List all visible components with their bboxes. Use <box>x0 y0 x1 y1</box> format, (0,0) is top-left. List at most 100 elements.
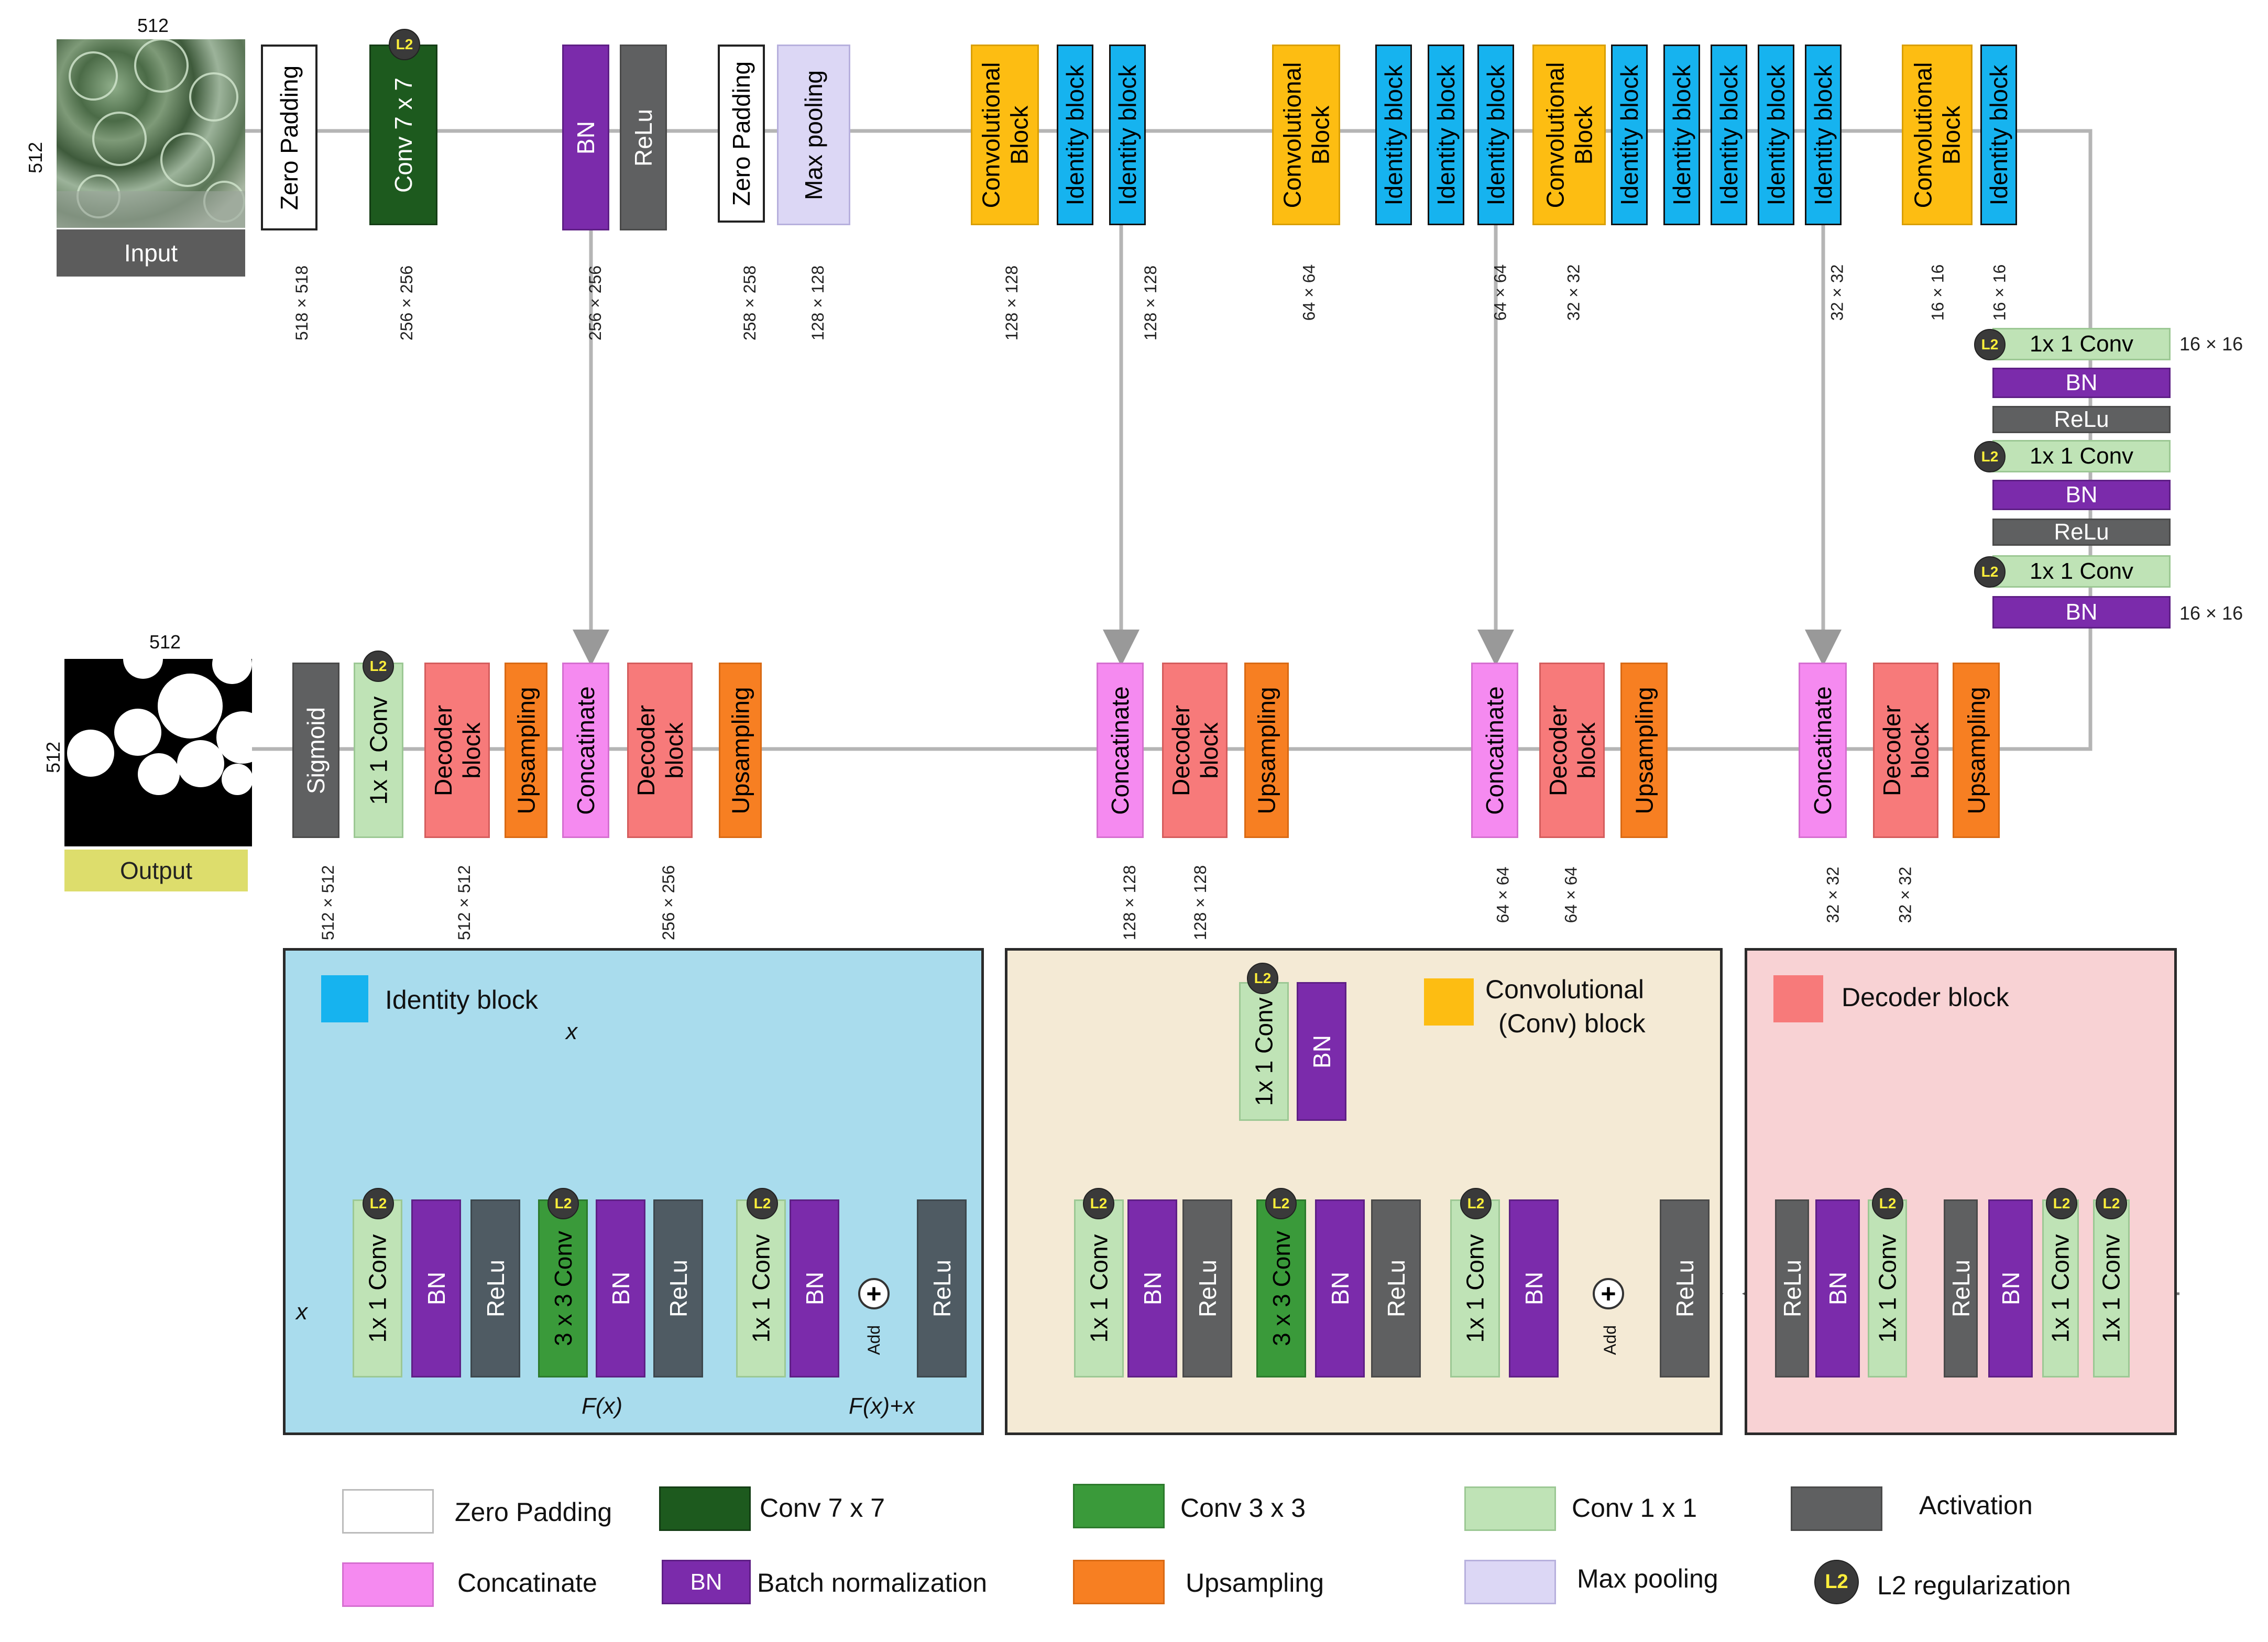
dim-label: 32 × 32 <box>1564 264 1583 321</box>
identity-add-label: Add <box>864 1325 883 1355</box>
decoder-block-5: Decoder block <box>1873 663 1938 838</box>
output-label: Output <box>64 850 248 891</box>
dim-label: 32 × 32 <box>1896 866 1915 923</box>
identity-x-left: x <box>296 1299 308 1325</box>
encoder-identity-block: Identity block <box>1428 45 1464 225</box>
encoder-conv-block-4: Convolutional Block <box>1902 45 1973 225</box>
encoder-identity-block: Identity block <box>1980 45 2017 225</box>
l2-badge: L2 <box>1083 1188 1114 1219</box>
encoder-identity-block: Identity block <box>1805 45 1842 225</box>
decoder-panel-swatch <box>1773 975 1823 1022</box>
encoder-identity-block: Identity block <box>1758 45 1794 225</box>
identity-bn-a: BN <box>411 1199 461 1377</box>
l2-badge: L2 <box>747 1188 778 1219</box>
decoder-panel-bn-a: BN <box>1815 1199 1860 1377</box>
dim-label: 16 × 16 <box>1990 264 2009 321</box>
encoder-conv7x7: Conv 7 x 7 <box>369 45 437 225</box>
bridge-conv1x1-1: 1x 1 Conv <box>1992 328 2171 360</box>
dim-label: 16 × 16 <box>2179 333 2243 355</box>
encoder-identity-block: Identity block <box>1711 45 1747 225</box>
decoder-concatenate-3: Concatinate <box>1471 663 1518 838</box>
identity-relu-b: ReLu <box>653 1199 703 1377</box>
l2-badge: L2 <box>363 1188 394 1219</box>
legend-conv3-swatch <box>1073 1484 1165 1528</box>
identity-x-top: x <box>566 1019 577 1044</box>
decoder-upsampling-2: Upsampling <box>719 663 762 838</box>
legend-upsampling-label: Upsampling <box>1186 1568 1324 1597</box>
bridge-relu-2: ReLu <box>1992 519 2171 546</box>
decoder-block-1: Decoder block <box>424 663 490 838</box>
encoder-relu: ReLu <box>620 45 667 230</box>
encoder-bn: BN <box>562 45 609 230</box>
dim-label: 64 × 64 <box>1561 866 1581 923</box>
conv-add-label: Add <box>1600 1325 1619 1355</box>
decoder-upsampling-1: Upsampling <box>505 663 547 838</box>
identity-panel-title: Identity block <box>385 985 538 1015</box>
encoder-conv-block-3: Convolutional Block <box>1532 45 1606 225</box>
identity-add-icon: + <box>858 1278 890 1309</box>
identity-conv1x1-a: 1x 1 Conv <box>353 1199 402 1377</box>
output-height-label: 512 <box>42 741 64 774</box>
identity-panel-swatch <box>321 975 368 1022</box>
dim-label: 512 × 512 <box>319 865 338 941</box>
legend-max-pooling-swatch <box>1464 1560 1556 1604</box>
l2-badge: L2 <box>1974 556 2006 588</box>
legend-conv7-swatch <box>659 1486 751 1531</box>
bridge-relu-1: ReLu <box>1992 406 2171 433</box>
conv-relu-c: ReLu <box>1660 1199 1710 1377</box>
legend-zero-padding-label: Zero Padding <box>455 1497 612 1527</box>
output-width-label: 512 <box>149 631 181 653</box>
bridge-bn-3: BN <box>1992 596 2171 629</box>
decoder-concatenate-4: Concatinate <box>1799 663 1847 838</box>
identity-bn-c: BN <box>790 1199 839 1377</box>
l2-badge: L2 <box>547 1188 579 1219</box>
encoder-max-pooling: Max pooling <box>777 45 850 225</box>
dim-label: 64 × 64 <box>1493 866 1513 923</box>
encoder-identity-block: Identity block <box>1375 45 1412 225</box>
conv-add-icon: + <box>1593 1278 1624 1309</box>
dim-label: 64 × 64 <box>1299 264 1319 321</box>
bridge-bn-2: BN <box>1992 480 2171 510</box>
legend-conv1-swatch <box>1464 1486 1556 1531</box>
bridge-conv1x1-3: 1x 1 Conv <box>1992 555 2171 588</box>
legend-l2-label: L2 regularization <box>1877 1571 2071 1600</box>
legend-conv3-label: Conv 3 x 3 <box>1180 1493 1306 1523</box>
decoder-upsampling-4: Upsampling <box>1620 663 1668 838</box>
conv-panel-swatch <box>1424 978 1474 1026</box>
encoder-identity-block: Identity block <box>1611 45 1648 225</box>
decoder-panel-relu-b: ReLu <box>1944 1199 1978 1377</box>
bridge-bn-1: BN <box>1992 368 2171 398</box>
decoder-panel-title: Decoder block <box>1842 983 2009 1012</box>
identity-conv3x3: 3 x 3 Conv <box>538 1199 588 1377</box>
legend-concatenate-label: Concatinate <box>457 1568 597 1597</box>
encoder-conv-block-1: Convolutional Block <box>971 45 1039 225</box>
l2-badge: L2 <box>363 651 394 682</box>
input-width-label: 512 <box>137 15 169 36</box>
dim-label: 258 × 258 <box>740 265 760 341</box>
l2-badge: L2 <box>2096 1188 2127 1219</box>
legend-l2-icon: L2 <box>1814 1560 1859 1604</box>
identity-relu-a: ReLu <box>470 1199 520 1377</box>
encoder-conv-block-2: Convolutional Block <box>1272 45 1340 225</box>
identity-relu-c: ReLu <box>917 1199 967 1377</box>
conv-bn-c: BN <box>1509 1199 1559 1377</box>
palm-trees-icon <box>57 39 245 228</box>
bridge-conv1x1-2: 1x 1 Conv <box>1992 440 2171 472</box>
dim-label: 128 × 128 <box>1002 265 1022 341</box>
l2-badge: L2 <box>1460 1188 1492 1219</box>
dim-label: 256 × 256 <box>586 265 605 341</box>
dim-label: 64 × 64 <box>1491 264 1510 321</box>
l2-badge: L2 <box>1974 441 2006 472</box>
decoder-conv1x1: 1x 1 Conv <box>354 663 403 838</box>
decoder-panel-conv1x1-c: 1x 1 Conv <box>2093 1199 2130 1377</box>
decoder-upsampling-3: Upsampling <box>1244 663 1289 838</box>
conv-relu-a: ReLu <box>1182 1199 1232 1377</box>
l2-badge-conv7: L2 <box>389 29 420 60</box>
legend-bn-label: Batch normalization <box>757 1568 988 1597</box>
legend-concatenate-swatch <box>342 1562 434 1607</box>
dim-label: 16 × 16 <box>1928 264 1947 321</box>
decoder-panel-relu-a: ReLu <box>1775 1199 1809 1377</box>
decoder-block-4: Decoder block <box>1539 663 1605 838</box>
mask-circles-icon <box>67 659 252 795</box>
